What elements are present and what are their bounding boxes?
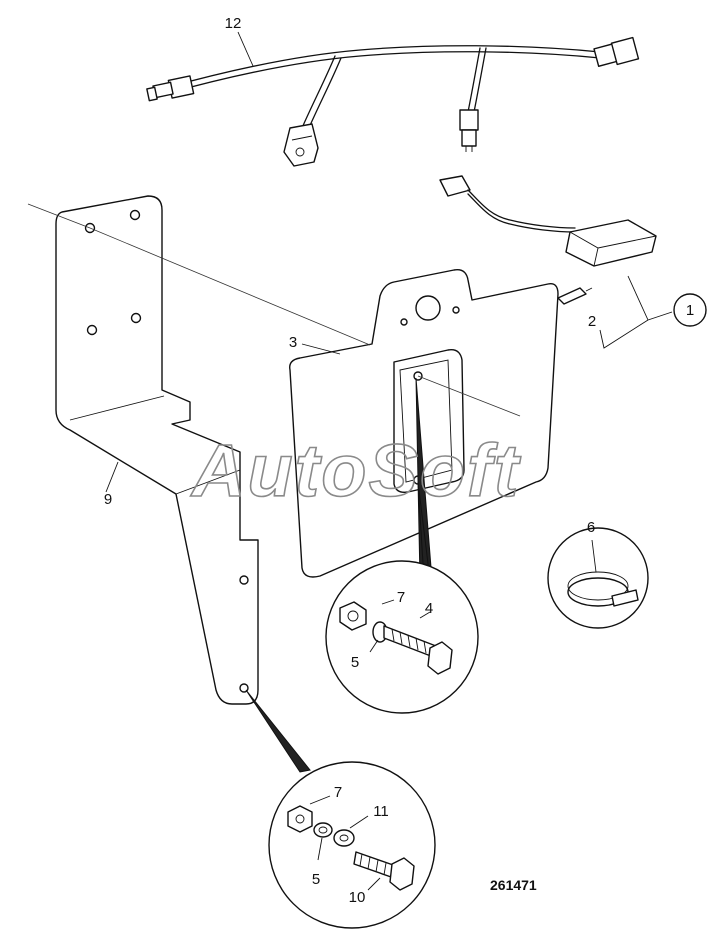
connector-socket (283, 123, 319, 167)
connector-right (593, 36, 640, 67)
detail-clip (547, 527, 649, 629)
label-7a: 7 (397, 589, 405, 606)
label-5a: 5 (351, 654, 359, 671)
catalog-number: 261471 (490, 877, 537, 893)
label-6: 6 (587, 519, 595, 536)
number-plate-lamp (439, 175, 657, 267)
label-9: 9 (104, 491, 112, 508)
label-10: 10 (349, 889, 366, 906)
label-12: 12 (225, 15, 242, 32)
callout-labels: 12 3 2 1 9 6 7 4 5 7 11 5 10 (104, 15, 694, 906)
mounting-bracket (55, 195, 259, 705)
detail-fastener-plate (325, 560, 479, 714)
connector-left (146, 75, 195, 102)
detail-leaders (245, 377, 433, 773)
alignment-lines (27, 203, 521, 417)
detail-fastener-bracket (268, 761, 436, 929)
label-4: 4 (425, 600, 433, 617)
connector-plug (459, 109, 479, 152)
label-7b: 7 (334, 784, 342, 801)
label-11: 11 (373, 803, 389, 820)
number-plate (289, 269, 559, 578)
label-3: 3 (289, 334, 297, 351)
label-2: 2 (588, 313, 596, 330)
callout-1-leader (599, 275, 707, 349)
label-5b: 5 (312, 871, 320, 888)
watermark: AutoSoft (190, 429, 522, 512)
label-1: 1 (686, 302, 694, 319)
wiring-harness (146, 31, 640, 167)
